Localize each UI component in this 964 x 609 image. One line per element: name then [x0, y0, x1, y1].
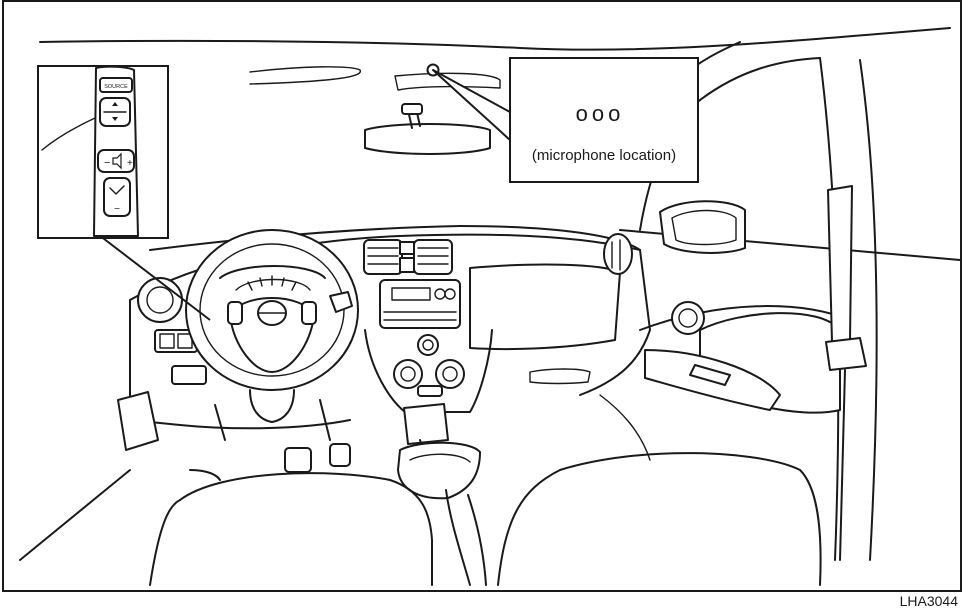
microphone-callout: ooo (microphone location): [510, 58, 698, 182]
microphone-dots: ooo: [576, 101, 625, 126]
talk-minus-label: −: [114, 204, 120, 215]
volume-plus-label: +: [127, 158, 133, 169]
right-air-vent: [604, 234, 632, 274]
source-button-label: SOURCE: [104, 84, 128, 90]
left-air-vent: [138, 278, 182, 322]
steering-switch-inset: SOURCE − + −: [38, 66, 168, 238]
rearview-mirror: [365, 124, 490, 154]
figure-id: LHA3044: [900, 593, 959, 609]
volume-minus-label: −: [104, 157, 110, 169]
microphone-location-caption: (microphone location): [532, 147, 676, 164]
audio-unit: [380, 280, 460, 328]
